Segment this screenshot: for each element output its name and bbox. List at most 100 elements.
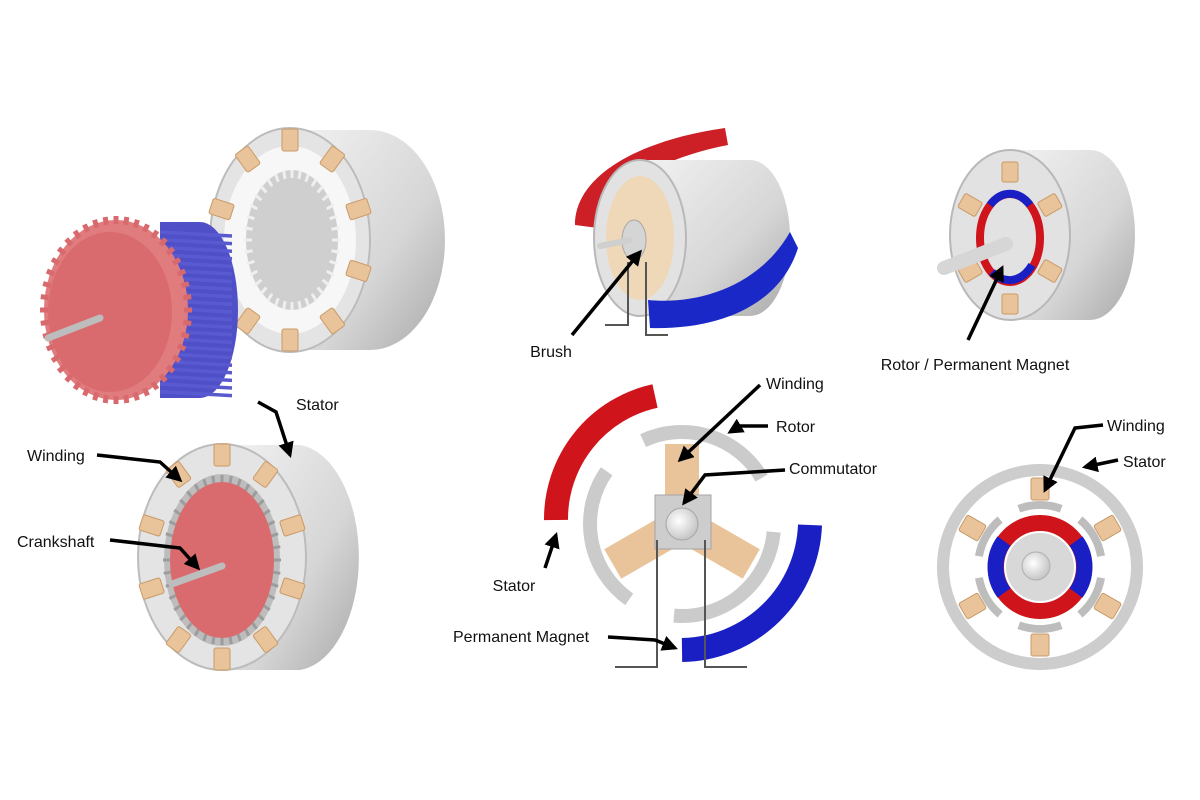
stator-teeth (244, 170, 340, 310)
winding-coil (1001, 161, 1019, 183)
gear-tooth (325, 269, 335, 277)
gear-tooth (310, 292, 318, 302)
gear-tooth (249, 203, 259, 211)
gear-tooth (267, 594, 276, 600)
gear-tooth (141, 387, 150, 397)
winding-right-arrow (1043, 423, 1104, 493)
gear-tooth (179, 614, 187, 622)
gear-tooth (329, 259, 338, 266)
gear-tooth (274, 297, 280, 307)
gear-tooth (40, 319, 50, 326)
gear-tooth (56, 364, 67, 374)
brush-lead-right (645, 262, 668, 336)
gear-tooth (72, 380, 82, 391)
rotor-face (48, 232, 172, 392)
rotor-arc-segment (583, 467, 634, 606)
gear-tooth (331, 226, 340, 231)
rotor-magnet-arrow (966, 265, 1004, 341)
lead-left (615, 540, 658, 668)
winding-coil (1001, 293, 1019, 315)
gear-tooth (159, 389, 233, 398)
gear-tooth (236, 478, 242, 487)
gear-tooth (282, 170, 287, 180)
gear-tooth (132, 391, 140, 401)
rotor-arcs (583, 425, 781, 623)
winding-coil (279, 514, 306, 537)
gear-tooth (254, 193, 263, 202)
assembled-shaft (168, 562, 226, 588)
lead-right (704, 540, 747, 668)
gear-tooth (179, 498, 187, 506)
gear-tooth (202, 633, 208, 642)
winding-coil (1030, 633, 1050, 657)
gear-tooth (259, 286, 268, 295)
gear-tooth (171, 354, 182, 363)
gear-tooth (186, 622, 193, 630)
bldc-face (949, 149, 1071, 321)
gear-tooth (270, 582, 279, 588)
stator-arrow (257, 400, 294, 458)
gear-tooth (141, 223, 150, 233)
gear-tooth (244, 483, 251, 492)
gear-tooth (266, 178, 274, 188)
winding-coil (252, 461, 279, 488)
winding-right-label: Winding (1107, 418, 1165, 435)
gear-tooth (182, 319, 192, 326)
gear-tooth (165, 246, 176, 256)
winding-coil (281, 328, 299, 352)
assembled-rotor-teeth (163, 475, 281, 645)
winding-coil (279, 577, 306, 600)
gear-tooth (159, 382, 233, 390)
pole-arc (1017, 621, 1063, 633)
rotor-red-teeth (40, 216, 192, 404)
gear-tooth (228, 636, 233, 645)
gear-tooth (123, 394, 130, 404)
gear-tooth (64, 237, 74, 247)
winding-coil (1037, 259, 1063, 283)
pole-arc (1077, 576, 1105, 618)
gear-tooth (42, 281, 52, 289)
winding-coil (235, 307, 261, 335)
bldc-cross-section: Winding Stator (937, 418, 1166, 670)
stator-label: Stator (296, 397, 339, 414)
winding-coil (345, 198, 372, 221)
exploded-motor-illustration (40, 127, 445, 404)
assembled-windings (138, 443, 306, 671)
stator-right-arrow (1081, 456, 1119, 473)
gear-tooth (102, 394, 109, 404)
gear-tooth (297, 300, 302, 310)
gear-tooth (173, 604, 181, 612)
winding-coil (1093, 592, 1122, 620)
gear-tooth (316, 185, 325, 194)
bldc-rotor-blue-left (987, 536, 1011, 598)
winding-coil (213, 647, 231, 671)
stator-mid-arrow (543, 532, 560, 569)
gear-tooth (251, 490, 258, 498)
gear-tooth (266, 292, 274, 302)
permanent-magnet-arrow (607, 635, 678, 651)
rotor-mid-arrow (727, 418, 768, 434)
gear-tooth (50, 354, 61, 363)
gear-tooth (246, 259, 255, 266)
gear-tooth (82, 223, 91, 233)
gear-tooth (263, 508, 271, 516)
gear-tooth (244, 249, 253, 254)
gear-tooth (304, 297, 310, 307)
shaft (44, 314, 104, 342)
gear-tooth (321, 193, 330, 202)
gear-tooth (132, 219, 140, 229)
assembled-rotor (170, 482, 274, 638)
assembled-motor-illustration: Stator Winding Crankshaft (17, 397, 359, 671)
gear-tooth (158, 373, 168, 383)
pole-arc (1077, 516, 1105, 558)
bldc-windings (957, 161, 1063, 315)
gear-tooth (186, 490, 193, 498)
brushed-cross-section: Winding Rotor Commutator Stator Permanen… (453, 376, 878, 668)
bldc-front-windings (958, 477, 1122, 657)
winding-coil (165, 626, 192, 653)
gear-tooth (180, 331, 190, 339)
crankshaft-arrow (109, 538, 201, 571)
gear-tooth (159, 237, 233, 246)
winding-coil (345, 259, 372, 282)
gear-tooth (150, 380, 160, 391)
